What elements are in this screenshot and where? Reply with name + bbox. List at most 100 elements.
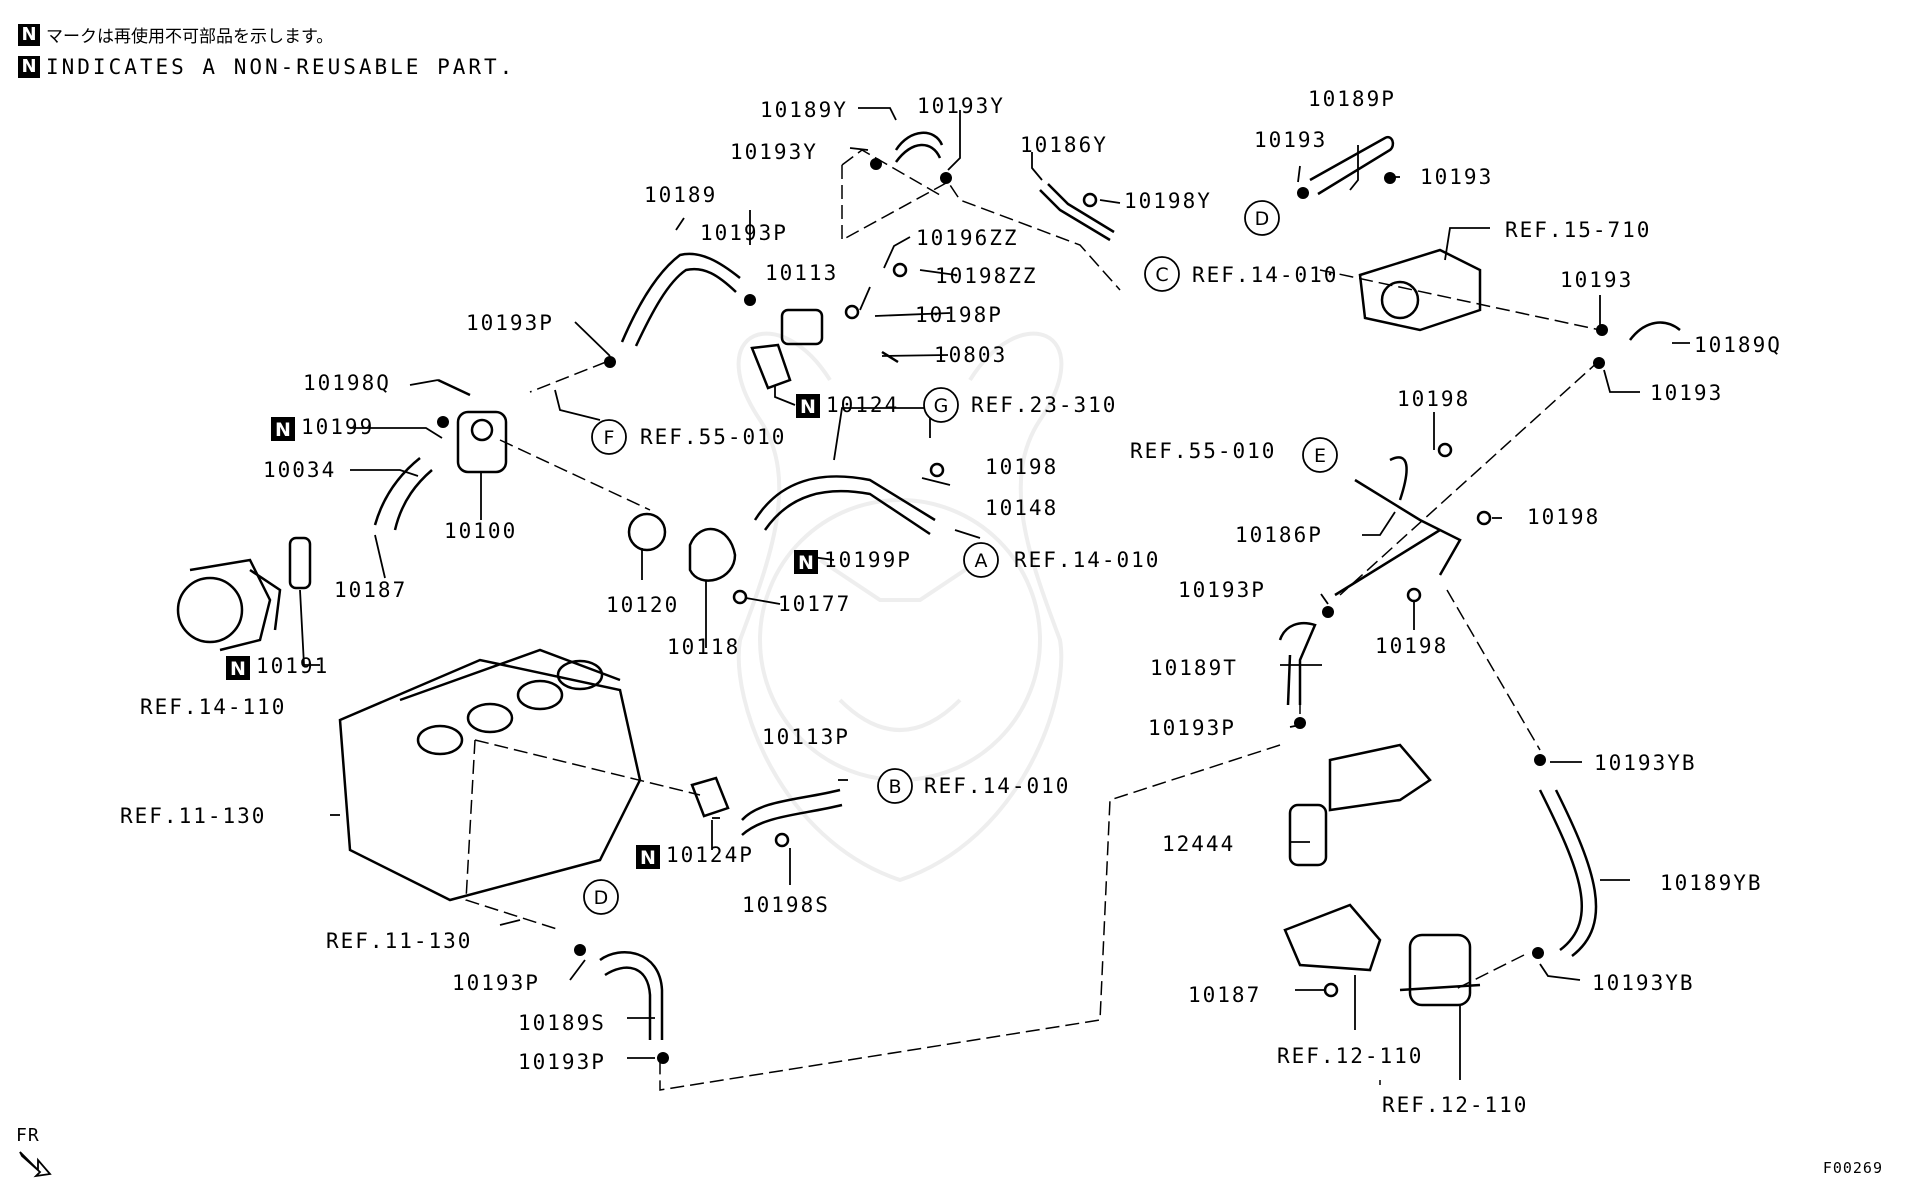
note-japanese-text: マークは再使用不可部品を示します。 [46, 27, 334, 47]
ref-label: REF.55-010 [1130, 439, 1276, 463]
label-10199: 10199 [301, 415, 374, 439]
hoses-and-parts [176, 131, 1681, 1064]
non-reusable-badge: N [18, 56, 40, 78]
front-arrow-icon [19, 1151, 52, 1178]
label-10198q: 10198Q [303, 371, 391, 395]
label-10193p: 10193P [1178, 578, 1266, 602]
label-10118: 10118 [667, 635, 740, 659]
label-10193: 10193 [1420, 165, 1493, 189]
hose-10189t [1278, 621, 1317, 705]
note-english: N INDICATES A NON-REUSABLE PART. [18, 55, 515, 79]
pipe-10186y [1039, 189, 1111, 242]
label-10193: 10193 [1650, 381, 1723, 405]
label-10191: 10191 [256, 654, 329, 678]
label-10198p: 10198P [915, 303, 1003, 327]
callout-c: C [1155, 264, 1168, 286]
label-10177: 10177 [778, 592, 851, 616]
note-japanese: N マークは再使用不可部品を示します。 [18, 22, 515, 47]
label-10193yb: 10193YB [1594, 751, 1697, 775]
hose-10189p [1309, 135, 1395, 196]
label-10187: 10187 [334, 578, 407, 602]
bolts [437, 192, 1492, 998]
ref-label: REF.14-010 [1014, 548, 1160, 572]
label-10100: 10100 [444, 519, 517, 543]
callout-f: F [604, 427, 615, 449]
label-10124p: 10124P [666, 843, 754, 867]
label-10196zz: 10196ZZ [916, 226, 1019, 250]
figure-id: F00269 [1822, 1159, 1883, 1177]
callout-d: D [1255, 208, 1270, 230]
label-10199p: 10199P [824, 548, 912, 572]
gasket-10191 [288, 536, 312, 590]
label-10198: 10198 [985, 455, 1058, 479]
ref-label: REF.11-130 [326, 929, 472, 953]
label-10198s: 10198S [742, 893, 830, 917]
label-10198: 10198 [1527, 505, 1600, 529]
callout-e: E [1314, 445, 1326, 467]
label-10124: 10124 [826, 393, 899, 417]
ref-label: REF.23-310 [971, 393, 1117, 417]
ref-label: REF.55-010 [640, 425, 786, 449]
label-10193y: 10193Y [917, 94, 1005, 118]
label-10198: 10198 [1375, 634, 1448, 658]
n-badge: N [640, 847, 656, 869]
non-reusable-badge: N [18, 23, 40, 46]
label-10113p: 10113P [762, 725, 850, 749]
engine-block [338, 648, 642, 902]
front-label: FR [16, 1125, 40, 1146]
notes-block: N マークは再使用不可部品を示します。 N INDICATES A NON-RE… [18, 22, 515, 87]
watermark-emblem [736, 331, 1064, 883]
leader-lines [299, 107, 1690, 1080]
ref-label: REF.14-010 [924, 774, 1070, 798]
callout-d: D [594, 887, 609, 909]
thermostat-housing-10100 [456, 410, 508, 474]
hose-10034 [373, 457, 421, 526]
non-reusable-badges: N N N N N [226, 394, 820, 869]
label-10186p: 10186P [1235, 523, 1323, 547]
label-10193p: 10193P [700, 221, 788, 245]
ref-label: REF.14-010 [1192, 263, 1338, 287]
label-12444: 12444 [1162, 832, 1235, 856]
water-pump [176, 558, 282, 652]
label-10198y: 10198Y [1124, 189, 1212, 213]
pipe-10113p [741, 788, 841, 821]
thermostat-10120 [627, 512, 667, 552]
water-outlet-10113 [780, 308, 824, 346]
gasket-10124 [750, 343, 792, 390]
label-10189q: 10189Q [1694, 333, 1782, 357]
label-10193yb: 10193YB [1592, 971, 1695, 995]
label-10148: 10148 [985, 496, 1058, 520]
hose-10189y [894, 131, 944, 151]
n-badge: N [230, 658, 246, 680]
ref-label: REF.12-110 [1382, 1093, 1528, 1117]
note-english-text: INDICATES A NON-REUSABLE PART. [46, 55, 516, 79]
ref-label: REF.14-110 [140, 695, 286, 719]
clamps [437, 158, 1608, 1064]
label-10189yb: 10189YB [1660, 871, 1763, 895]
oil-filter [1399, 933, 1481, 1007]
oil-cooler-12444 [1288, 743, 1432, 867]
callout-a: A [975, 550, 988, 572]
hose-10189s [599, 951, 664, 1040]
label-10120: 10120 [606, 593, 679, 617]
label-10198zz: 10198ZZ [935, 264, 1038, 288]
n-badge: N [800, 396, 816, 418]
n-badge: N [275, 419, 291, 441]
callouts [583, 200, 1338, 915]
pipe-10186p [1354, 478, 1462, 576]
ref-label: REF.15-710 [1505, 218, 1651, 242]
label-10193y: 10193Y [730, 140, 818, 164]
label-10034: 10034 [263, 458, 336, 482]
label-10193p: 10193P [466, 311, 554, 335]
label-10193p: 10193P [452, 971, 540, 995]
label-10193: 10193 [1560, 268, 1633, 292]
callout-g: G [934, 395, 949, 417]
gasket-10124p [690, 776, 730, 818]
label-10803: 10803 [934, 343, 1007, 367]
throttle-body [1358, 248, 1482, 332]
ref-label: REF.11-130 [120, 804, 266, 828]
front-indicator: FR [16, 1125, 56, 1184]
label-10187: 10187 [1188, 983, 1261, 1007]
label-10186y: 10186Y [1020, 133, 1108, 157]
